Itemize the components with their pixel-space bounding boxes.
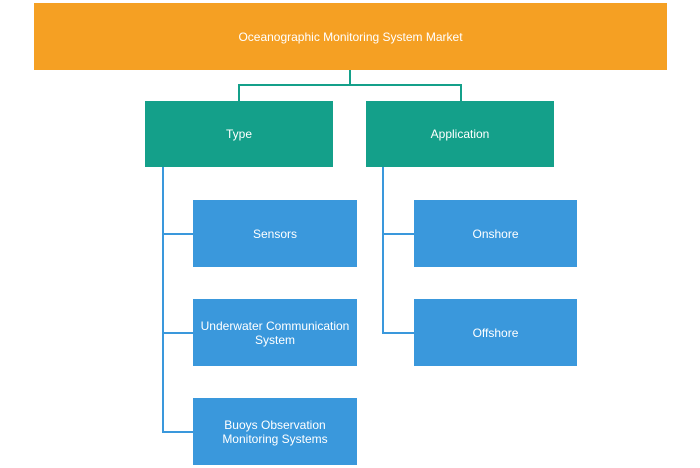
leaf-node-buoys-observation-monitoring-systems: Buoys Observation Monitoring Systems: [193, 398, 357, 465]
category-node-type: Type: [145, 101, 333, 167]
category-node-application: Application: [366, 101, 554, 167]
leaf-node-underwater-communication-system: Underwater Communication System: [193, 299, 357, 366]
leaf-node-sensors: Sensors: [193, 200, 357, 267]
leaf-node-label: Onshore: [472, 226, 519, 241]
leaf-node-label: Underwater Communication System: [200, 318, 350, 347]
leaf-node-label: Offshore: [472, 325, 519, 340]
leaf-node-label: Sensors: [252, 226, 298, 241]
root-node-label: Oceanographic Monitoring System Market: [238, 29, 463, 44]
leaf-node-onshore: Onshore: [414, 200, 577, 267]
root-connectors: [238, 70, 462, 101]
application-branch-connectors: [382, 167, 414, 334]
leaf-node-offshore: Offshore: [414, 299, 577, 366]
type-branch-connectors: [162, 167, 193, 433]
root-node: Oceanographic Monitoring System Market: [34, 3, 667, 70]
category-node-label: Application: [430, 127, 490, 141]
category-node-label: Type: [225, 127, 252, 141]
leaf-node-label: Buoys Observation Monitoring Systems: [222, 417, 328, 446]
